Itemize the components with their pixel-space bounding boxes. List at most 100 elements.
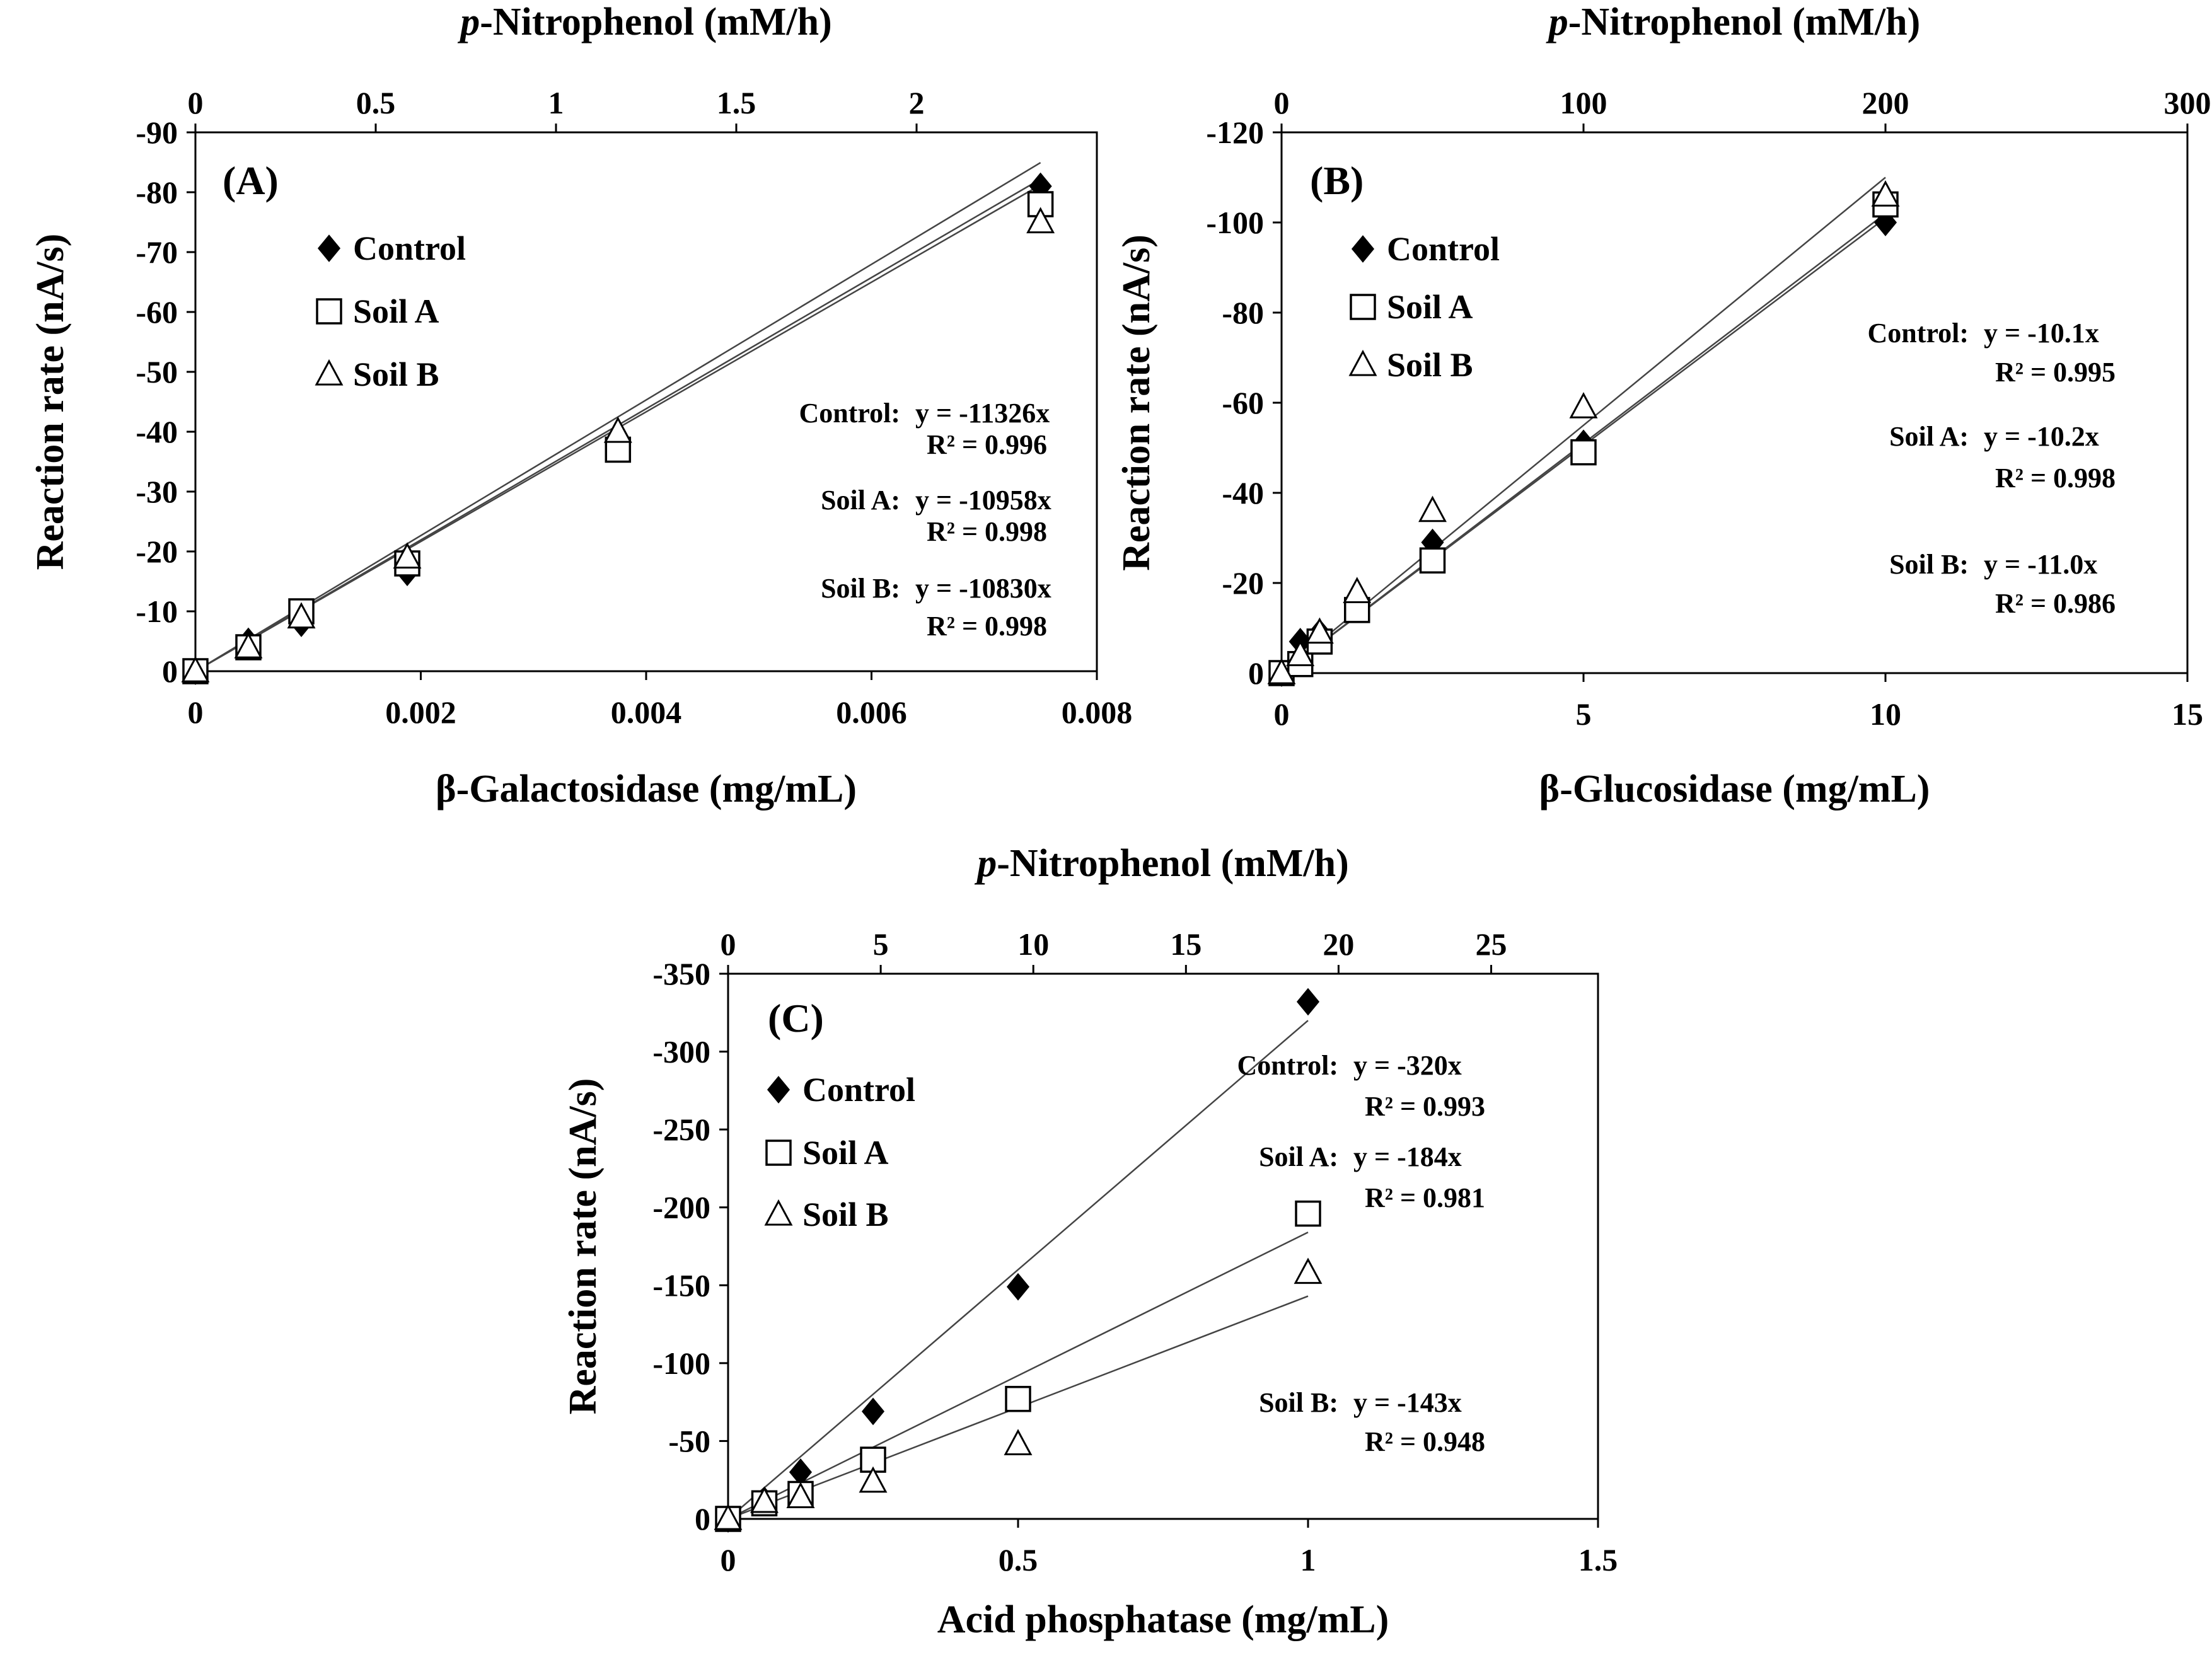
y-axis-label: Reaction rate (nA/s) bbox=[29, 234, 72, 570]
y-tick-label: -60 bbox=[136, 294, 178, 330]
legend-label: Soil A bbox=[1387, 288, 1473, 326]
legend-label: Soil A bbox=[353, 292, 439, 330]
y-tick-label: -300 bbox=[652, 1034, 710, 1070]
r-squared-text: R² = 0.995 bbox=[1995, 357, 2116, 388]
r-squared-text: R² = 0.998 bbox=[1995, 463, 2116, 493]
x2-tick-label: 0 bbox=[188, 85, 204, 120]
legend-marker-control bbox=[1351, 235, 1375, 263]
data-point-control bbox=[789, 1458, 813, 1486]
y-tick-label: -120 bbox=[1206, 115, 1264, 150]
y-tick-label: -100 bbox=[1206, 205, 1264, 240]
equation-text: y = -10830x bbox=[915, 573, 1051, 604]
legend-label: Control bbox=[802, 1071, 915, 1109]
x2-tick-label: 10 bbox=[1017, 926, 1049, 962]
x-tick-label: 1 bbox=[1300, 1542, 1316, 1578]
data-point-soil-a bbox=[1005, 1385, 1031, 1412]
equation-label: Soil A: bbox=[821, 485, 900, 516]
y-tick-label: -20 bbox=[136, 534, 178, 569]
r-squared-text: R² = 0.996 bbox=[927, 429, 1047, 460]
x2-tick-label: 0 bbox=[1274, 85, 1290, 120]
y-tick-label: -100 bbox=[652, 1346, 710, 1381]
legend-marker-soil-a bbox=[316, 298, 342, 325]
x-tick-label: 0 bbox=[721, 1542, 736, 1578]
x2-axis-label-rest: -Nitrophenol (mM/h) bbox=[997, 842, 1349, 885]
equation-text: y = -11326x bbox=[915, 398, 1050, 429]
equation-label: Soil B: bbox=[1889, 549, 1969, 580]
y-tick-label: -30 bbox=[136, 474, 178, 509]
legend-label: Control bbox=[353, 229, 466, 267]
y-tick-label: -200 bbox=[652, 1190, 710, 1225]
r-squared-text: R² = 0.948 bbox=[1365, 1426, 1485, 1457]
equation-label: Soil A: bbox=[1259, 1141, 1338, 1172]
x2-axis-label-italic: p bbox=[974, 842, 997, 885]
fit-line-soil-a bbox=[727, 1232, 1309, 1520]
x-axis-label: Acid phosphatase (mg/mL) bbox=[937, 1598, 1389, 1641]
y-tick-label: -10 bbox=[136, 594, 178, 629]
equation-label: Control: bbox=[1867, 318, 1969, 349]
y-tick-label: -250 bbox=[652, 1112, 710, 1147]
x-tick-label: 5 bbox=[1576, 696, 1592, 732]
x-tick-label: 0.004 bbox=[611, 695, 682, 730]
legend-marker-soil-b bbox=[1348, 349, 1377, 376]
data-point-soil-b bbox=[1026, 207, 1055, 234]
x2-tick-label: 15 bbox=[1170, 926, 1202, 962]
data-point-soil-b bbox=[1569, 392, 1598, 418]
y-tick-label: -350 bbox=[652, 956, 710, 991]
panel-label: (B) bbox=[1310, 158, 1364, 203]
x-tick-label: 0 bbox=[1274, 696, 1290, 732]
data-point-soil-b bbox=[1871, 180, 1900, 207]
legend-marker-soil-a bbox=[1350, 294, 1376, 320]
data-point-soil-b bbox=[859, 1466, 888, 1493]
data-point-soil-b bbox=[1004, 1429, 1033, 1456]
x2-axis-label: p-Nitrophenol (mM/h) bbox=[974, 842, 1349, 885]
x2-tick-label: 0 bbox=[721, 926, 736, 962]
y-tick-label: 0 bbox=[1248, 655, 1264, 691]
data-point-soil-b bbox=[1343, 577, 1372, 603]
x2-axis-label-rest: -Nitrophenol (mM/h) bbox=[1568, 1, 1921, 43]
equation-label: Control: bbox=[1237, 1050, 1338, 1081]
y-tick-label: -60 bbox=[1222, 385, 1264, 420]
y-tick-label: -50 bbox=[136, 354, 178, 389]
r-squared-text: R² = 0.998 bbox=[927, 611, 1047, 642]
x2-tick-label: 1.5 bbox=[717, 85, 756, 120]
equation-text: y = -143x bbox=[1353, 1387, 1462, 1418]
r-squared-text: R² = 0.986 bbox=[1995, 588, 2116, 619]
equation-text: y = -10.1x bbox=[1984, 318, 2099, 349]
equation-text: y = -10958x bbox=[915, 485, 1051, 516]
data-point-soil-b bbox=[234, 632, 263, 659]
panel-label: (A) bbox=[223, 158, 279, 203]
x2-tick-label: 100 bbox=[1560, 85, 1607, 120]
x2-axis-label-italic: p bbox=[1546, 1, 1568, 43]
y-tick-label: -90 bbox=[136, 115, 178, 150]
legend-label: Soil B bbox=[802, 1196, 889, 1233]
x2-tick-label: 300 bbox=[2164, 85, 2211, 120]
data-point-soil-a bbox=[1419, 547, 1446, 574]
y-tick-label: -50 bbox=[668, 1423, 710, 1458]
y-tick-label: -70 bbox=[136, 234, 178, 270]
x2-axis-label-italic: p bbox=[457, 1, 480, 43]
y-tick-label: -80 bbox=[1222, 295, 1264, 330]
x-tick-label: 0.002 bbox=[385, 695, 456, 730]
y-axis-label: Reaction rate (nA/s) bbox=[1115, 234, 1158, 571]
r-squared-text: R² = 0.998 bbox=[927, 516, 1047, 547]
legend-marker-soil-b bbox=[764, 1199, 793, 1226]
x2-tick-label: 200 bbox=[1862, 85, 1909, 120]
data-point-soil-a bbox=[1295, 1200, 1321, 1227]
y-tick-label: 0 bbox=[162, 654, 178, 689]
legend-marker-control bbox=[767, 1076, 790, 1104]
x2-axis-label: p-Nitrophenol (mM/h) bbox=[457, 1, 832, 43]
y-tick-label: -40 bbox=[136, 414, 178, 449]
x-tick-label: 0 bbox=[188, 695, 204, 730]
data-point-soil-b bbox=[393, 542, 422, 569]
x-tick-label: 1.5 bbox=[1578, 1542, 1618, 1578]
x-tick-label: 0.5 bbox=[999, 1542, 1038, 1578]
equation-label: Soil B: bbox=[1259, 1387, 1338, 1418]
fit-line-soil-b bbox=[1281, 176, 1886, 674]
x2-tick-label: 0.5 bbox=[356, 85, 396, 120]
equation-text: y = -10.2x bbox=[1984, 421, 2099, 452]
y-tick-label: -150 bbox=[652, 1267, 710, 1303]
legend-label: Control bbox=[1387, 230, 1500, 268]
x2-tick-label: 5 bbox=[873, 926, 889, 962]
